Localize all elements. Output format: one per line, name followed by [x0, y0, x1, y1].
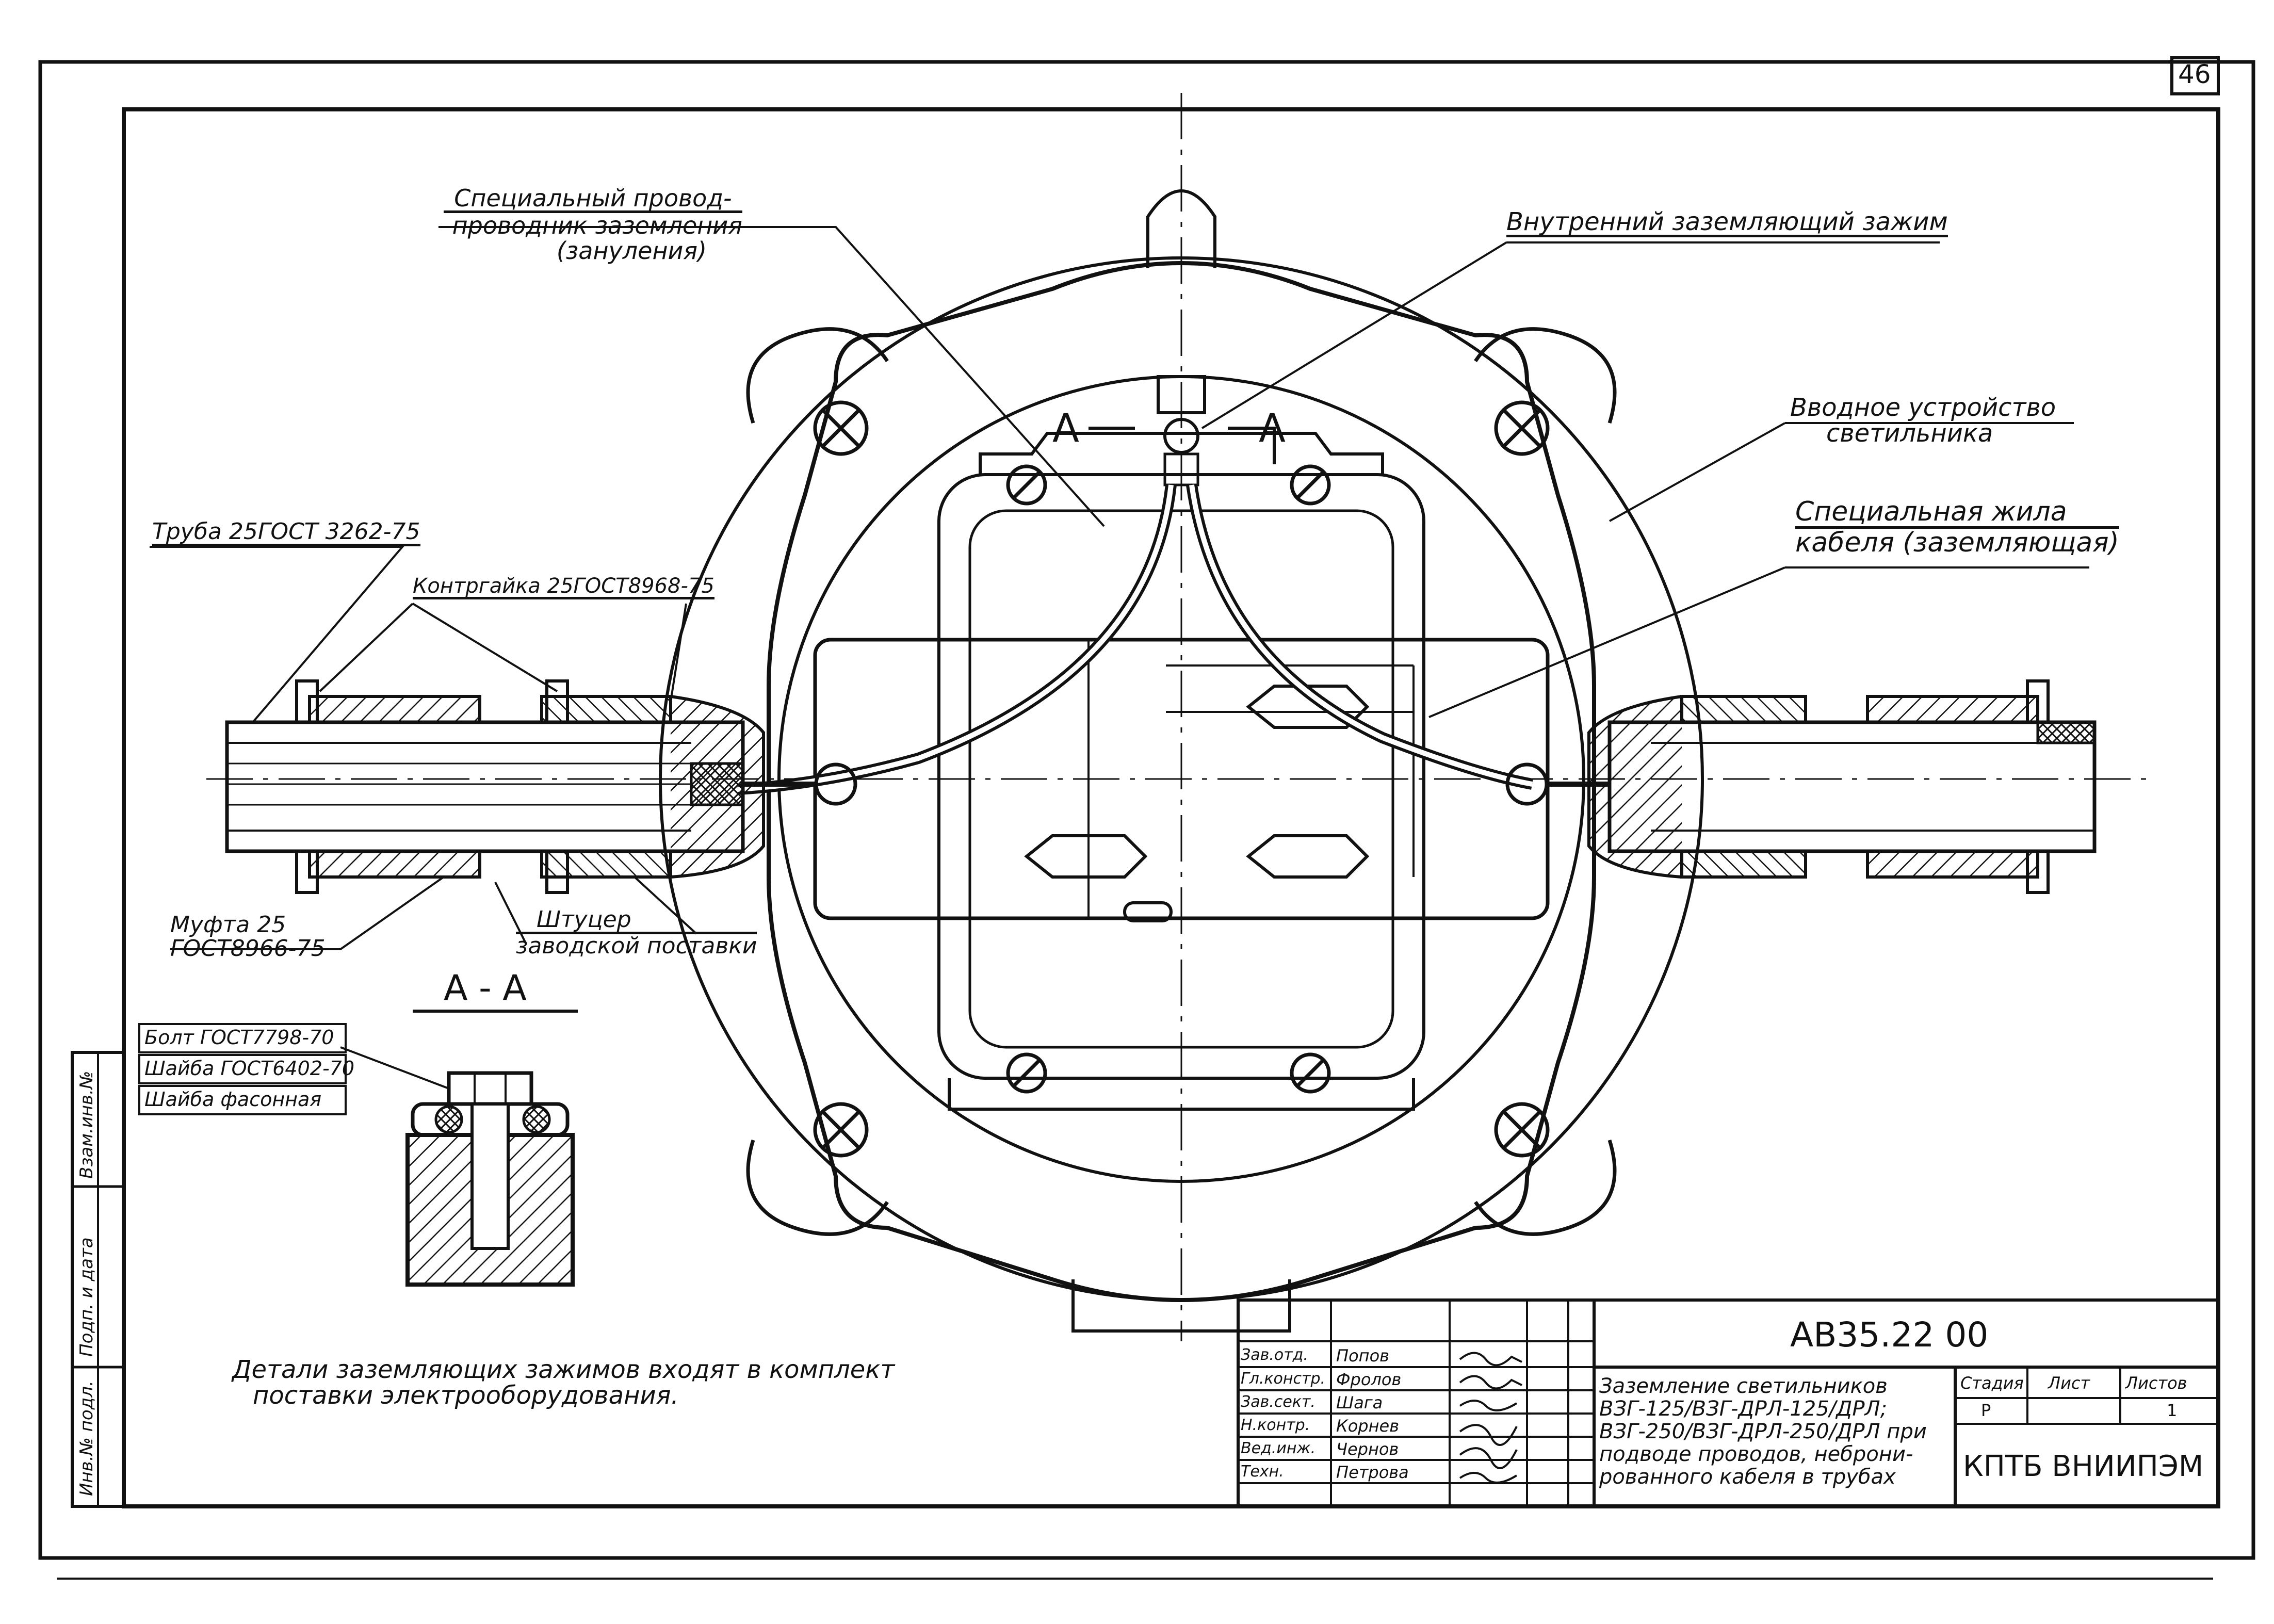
role-1: Зав.отд.	[1241, 1346, 1308, 1364]
title-block	[1237, 1298, 2220, 1508]
side-stamp-sign: Подп. и дата	[76, 1237, 97, 1357]
fuse-lower-left	[1024, 834, 1148, 879]
name-4: Корнев	[1336, 1416, 1400, 1436]
section-aa-detail	[405, 1071, 575, 1287]
washer-label-box	[138, 1054, 347, 1084]
stage-value: Р	[1981, 1401, 1991, 1420]
section-mark-left-label: А	[1052, 405, 1079, 451]
leader-bolt	[340, 1046, 449, 1090]
name-3: Шага	[1336, 1393, 1383, 1412]
sheets-header: Листов	[2125, 1373, 2187, 1393]
role-2: Гл.констр.	[1241, 1370, 1326, 1388]
label-shaped-washer: Шайба фасонная	[144, 1088, 322, 1111]
role-5: Вед.инж.	[1241, 1439, 1315, 1457]
housing-upper	[979, 432, 1384, 475]
lobe-bottom-right	[1474, 1139, 1617, 1236]
doc-code: АВ35.22 00	[1790, 1315, 1989, 1355]
stage-header: Стадия	[1960, 1373, 2024, 1393]
signatures	[1459, 1352, 1522, 1484]
leader-coupling	[170, 876, 445, 950]
label-special-core: Специальная жила кабеля (заземляющая)	[1795, 496, 2119, 558]
leader-locknut-a	[319, 603, 414, 692]
name-6: Петрова	[1336, 1463, 1409, 1482]
note: Детали заземляющих зажимов входят в комп…	[232, 1355, 895, 1410]
label-coupling: Муфта 25 ГОСТ8966-75	[170, 912, 326, 962]
leader-fitting-b	[634, 876, 697, 935]
name-2: Фролов	[1336, 1370, 1402, 1389]
label-inner-clamp: Внутренний заземляющий зажим	[1506, 209, 1948, 238]
top-handle	[1146, 189, 1216, 268]
flange-body	[767, 261, 1596, 1302]
name-1: Попов	[1336, 1346, 1389, 1366]
flange-screws	[813, 400, 1550, 1158]
name-5: Чернов	[1336, 1439, 1399, 1459]
leader-locknut-b	[412, 603, 558, 692]
lobe-top-right	[1474, 327, 1617, 424]
housing-lower	[948, 1078, 1415, 1111]
section-mark-right-label: А	[1259, 405, 1286, 451]
leader-locknut-c	[670, 603, 687, 702]
left-pipe-assembly	[225, 679, 815, 894]
lobe-bottom-left	[746, 1139, 889, 1236]
housing-frame-outer	[937, 473, 1425, 1080]
fuse-upper	[1246, 685, 1370, 729]
bottom-tab	[1071, 1279, 1291, 1333]
section-mark-right	[1228, 427, 1276, 464]
label-pipe: Труба 25ГОСТ 3262-75	[152, 519, 420, 547]
inner-clamp	[1157, 375, 1206, 414]
right-pipe-assembly	[1548, 679, 2097, 894]
leader-special-core	[1428, 566, 2089, 718]
sheet-header: Лист	[2048, 1373, 2090, 1393]
shaped-washer-label-box	[138, 1085, 347, 1115]
housing-frame-inner	[968, 509, 1394, 1049]
grounding-wire-left-inner	[737, 484, 1174, 792]
role-4: Н.контр.	[1241, 1416, 1310, 1434]
sheet-number-box	[2170, 56, 2220, 95]
sheets-value: 1	[2167, 1401, 2178, 1420]
section-title: А - А	[444, 968, 527, 1009]
label-fitting: Штуцер заводской поставки	[516, 906, 757, 960]
label-bolt: Болт ГОСТ7798-70	[144, 1026, 334, 1049]
leader-grounding-wire	[438, 226, 1105, 527]
role-6: Техн.	[1241, 1463, 1284, 1481]
inner-frame	[122, 107, 2220, 1508]
sheet-number: 46	[2178, 59, 2211, 89]
fuse-lower-right	[1246, 834, 1370, 879]
side-stamp-replace: Взам.инв.№	[76, 1070, 97, 1179]
leader-pipe	[150, 546, 405, 723]
leader-inner-clamp	[1201, 241, 1940, 429]
organization: КПТБ ВНИИПЭМ	[1963, 1450, 2204, 1483]
lobe-top-left	[746, 327, 889, 424]
label-washer: Шайба ГОСТ6402-70	[144, 1057, 355, 1080]
label-grounding-wire: Специальный провод- -проводник заземлени…	[444, 184, 742, 265]
wire-terminal-right	[1505, 762, 1549, 806]
label-input-device: Вводное устройство светильника	[1790, 393, 2056, 448]
small-capsule	[1123, 901, 1173, 922]
grounding-wire-right	[1186, 484, 1533, 790]
housing-screws	[1006, 464, 1331, 1094]
label-locknut: Контргайка 25ГОСТ8968-75	[413, 575, 714, 599]
leader-input-device	[1609, 422, 2074, 522]
drawing-title: Заземление светильников ВЗГ-125/ВЗГ-ДРЛ-…	[1599, 1374, 1927, 1489]
role-3: Зав.сект.	[1241, 1393, 1315, 1411]
wire-terminal-left	[814, 762, 857, 806]
outer-frame	[38, 60, 2255, 1560]
grounding-wire-right-inner	[1189, 484, 1533, 787]
bolt-label-box	[138, 1023, 347, 1053]
side-stamp-inv: Инв.№ подл.	[76, 1381, 97, 1496]
outer-ring	[659, 256, 1704, 1302]
